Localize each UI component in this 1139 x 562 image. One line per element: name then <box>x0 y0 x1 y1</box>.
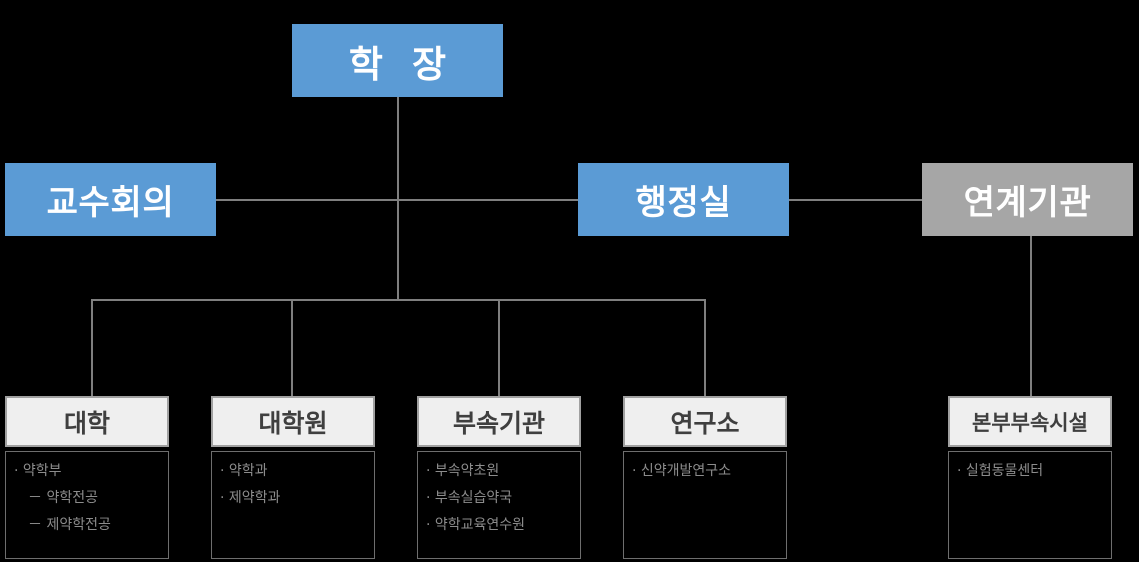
group-item-list-college: · 약학부 － 약학전공 － 제약학전공 <box>12 464 162 532</box>
list-item: · 실험동물센터 <box>957 463 1044 479</box>
group-body-graduate: · 약학과 · 제약학과 <box>211 451 375 559</box>
group-body-research: · 신약개발연구소 <box>623 451 787 559</box>
group-title-research[interactable]: 연구소 <box>623 396 787 447</box>
node-faculty-council[interactable]: 교수회의 <box>5 163 216 236</box>
group-card-attached: 부속기관 · 부속약초원 · 부속실습약국 · 약학교육연수원 <box>417 396 581 559</box>
group-title-headquarters[interactable]: 본부부속시설 <box>948 396 1112 447</box>
connector-drop-attached <box>498 299 500 396</box>
connector-drop-research <box>704 299 706 396</box>
group-body-attached: · 부속약초원 · 부속실습약국 · 약학교육연수원 <box>417 451 581 559</box>
connector-affiliated-to-headquarters <box>1030 236 1032 396</box>
list-item: － 약학전공 <box>28 490 98 506</box>
list-item: · 신약개발연구소 <box>632 463 732 479</box>
group-item-list-graduate: · 약학과 · 제약학과 <box>218 464 368 505</box>
group-item-list-research: · 신약개발연구소 <box>630 464 780 478</box>
group-body-college: · 약학부 － 약학전공 － 제약학전공 <box>5 451 169 559</box>
group-card-headquarters: 본부부속시설 · 실험동물센터 <box>948 396 1112 559</box>
connector-drop-graduate <box>291 299 293 396</box>
group-title-attached[interactable]: 부속기관 <box>417 396 581 447</box>
list-item: · 약학과 <box>220 463 268 479</box>
group-card-research: 연구소 · 신약개발연구소 <box>623 396 787 559</box>
group-item-list-attached: · 부속약초원 · 부속실습약국 · 약학교육연수원 <box>424 464 574 532</box>
list-item: · 부속약초원 <box>426 463 500 479</box>
list-item: · 약학교육연수원 <box>426 517 526 533</box>
connector-center-to-admin <box>397 199 578 201</box>
group-title-college[interactable]: 대학 <box>5 396 169 447</box>
list-item: · 약학부 <box>14 463 62 479</box>
node-admin-office[interactable]: 행정실 <box>578 163 789 236</box>
group-body-headquarters: · 실험동물센터 <box>948 451 1112 559</box>
connector-distribution-bar <box>91 299 706 301</box>
group-title-graduate[interactable]: 대학원 <box>211 396 375 447</box>
group-card-college: 대학 · 약학부 － 약학전공 － 제약학전공 <box>5 396 169 559</box>
group-item-list-headquarters: · 실험동물센터 <box>955 464 1105 478</box>
node-dean[interactable]: 학 장 <box>292 24 503 97</box>
group-card-graduate: 대학원 · 약학과 · 제약학과 <box>211 396 375 559</box>
list-item: · 부속실습약국 <box>426 490 513 506</box>
node-affiliated-org[interactable]: 연계기관 <box>922 163 1133 236</box>
list-item: － 제약학전공 <box>28 517 111 533</box>
connector-faculty-to-center <box>216 199 398 201</box>
connector-drop-college <box>91 299 93 396</box>
connector-admin-to-affiliated <box>789 199 922 201</box>
list-item: · 제약학과 <box>220 490 281 506</box>
connector-dean-vertical <box>397 97 399 300</box>
